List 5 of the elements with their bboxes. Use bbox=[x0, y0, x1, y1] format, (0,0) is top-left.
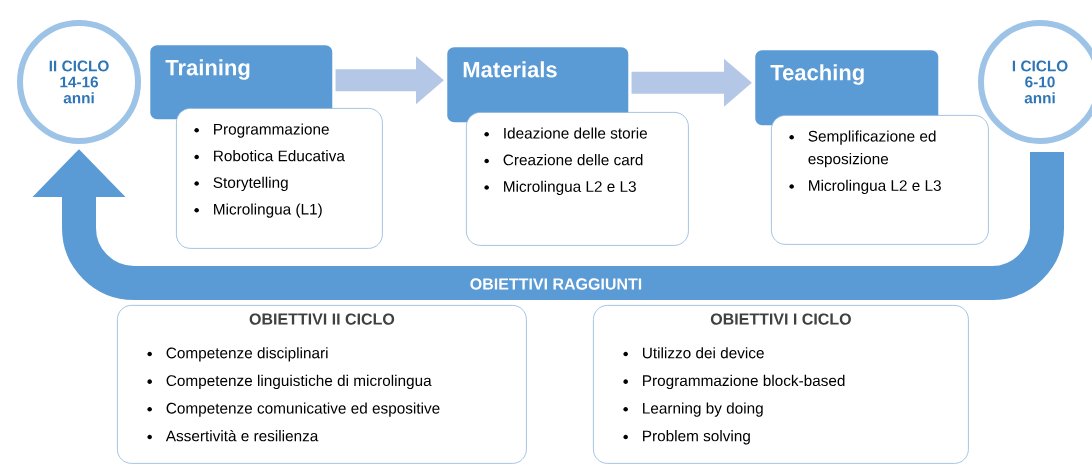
list-box: Semplificazione ed esposizione Microlingua L2 e L3 bbox=[771, 115, 989, 245]
list-box: Programmazione Robotica Educativa Storytelling Microlingua (L1) bbox=[176, 108, 383, 249]
list-box: Ideazione delle storie Creazione delle card Microlingua L2 e L3 bbox=[466, 112, 689, 246]
goals-box: OBIETTIVI II CICLO Competenze disciplinari Competenze linguistiche di microlingua Competenze comunicative ed espositive Assertività e resilienza bbox=[117, 305, 527, 464]
goals-box: OBIETTIVI I CICLO Utilizzo dei device Programmazione block-based Learning by doing Problem solving bbox=[593, 305, 969, 464]
